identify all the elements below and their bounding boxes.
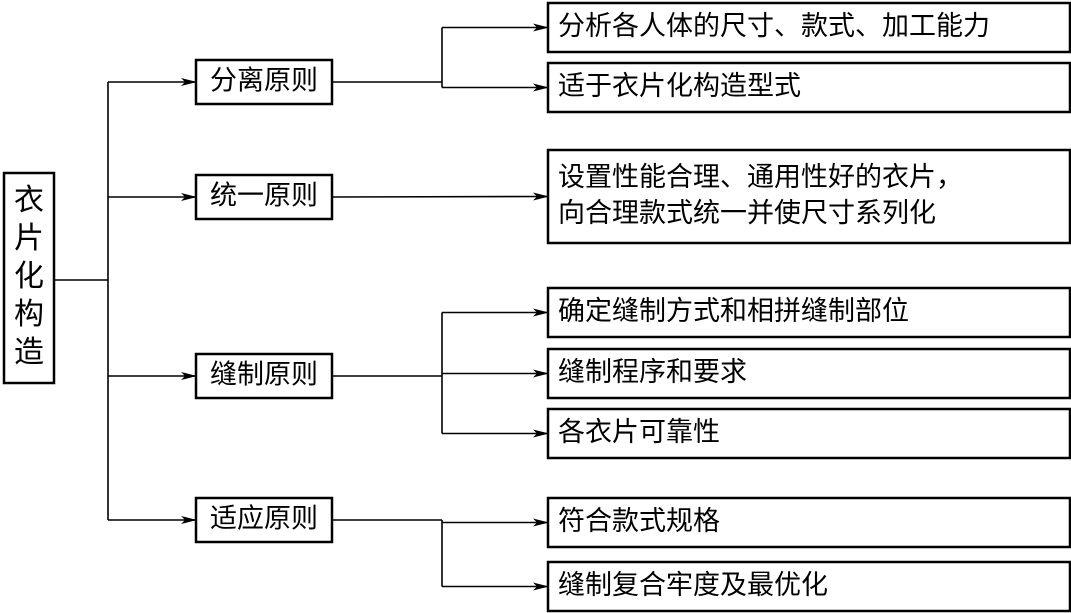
root-box xyxy=(2,171,56,385)
detail-text: 向合理款式统一并使尺寸系列化 xyxy=(558,198,936,229)
root-char: 化 xyxy=(14,259,44,294)
principle-label: 适应原则 xyxy=(210,504,318,535)
principle-box xyxy=(194,173,334,221)
detail-box xyxy=(546,407,1071,460)
detail-box xyxy=(546,560,1071,613)
detail-box xyxy=(546,496,1071,549)
detail-box xyxy=(546,148,1071,245)
root-char: 造 xyxy=(14,335,44,370)
detail-text: 符合款式规格 xyxy=(558,506,720,537)
detail-box xyxy=(546,1,1071,54)
detail-box xyxy=(546,61,1071,114)
principle-label: 缝制原则 xyxy=(210,360,318,391)
principle-label: 统一原则 xyxy=(210,181,318,212)
root-char: 片 xyxy=(14,221,44,256)
principle-box xyxy=(194,496,334,544)
principle-label: 分离原则 xyxy=(210,66,318,97)
detail-text: 确定缝制方式和相拼缝制部位 xyxy=(558,296,909,327)
detail-text: 各衣片可靠性 xyxy=(558,417,720,448)
detail-box xyxy=(546,347,1071,400)
root-char: 衣 xyxy=(14,183,44,218)
principle-box xyxy=(194,58,334,106)
connector-lines xyxy=(54,23,549,591)
detail-text: 分析各人体的尺寸、款式、加工能力 xyxy=(558,11,990,42)
detail-text: 缝制复合牢度及最优化 xyxy=(558,570,828,601)
detail-text: 设置性能合理、通用性好的衣片， xyxy=(558,162,963,193)
detail-text: 适于衣片化构造型式 xyxy=(558,71,801,102)
principle-box xyxy=(194,352,334,400)
detail-text: 缝制程序和要求 xyxy=(558,357,747,388)
arrow-to-detail xyxy=(331,192,549,201)
root-char: 构 xyxy=(14,297,44,332)
detail-box xyxy=(546,286,1071,339)
